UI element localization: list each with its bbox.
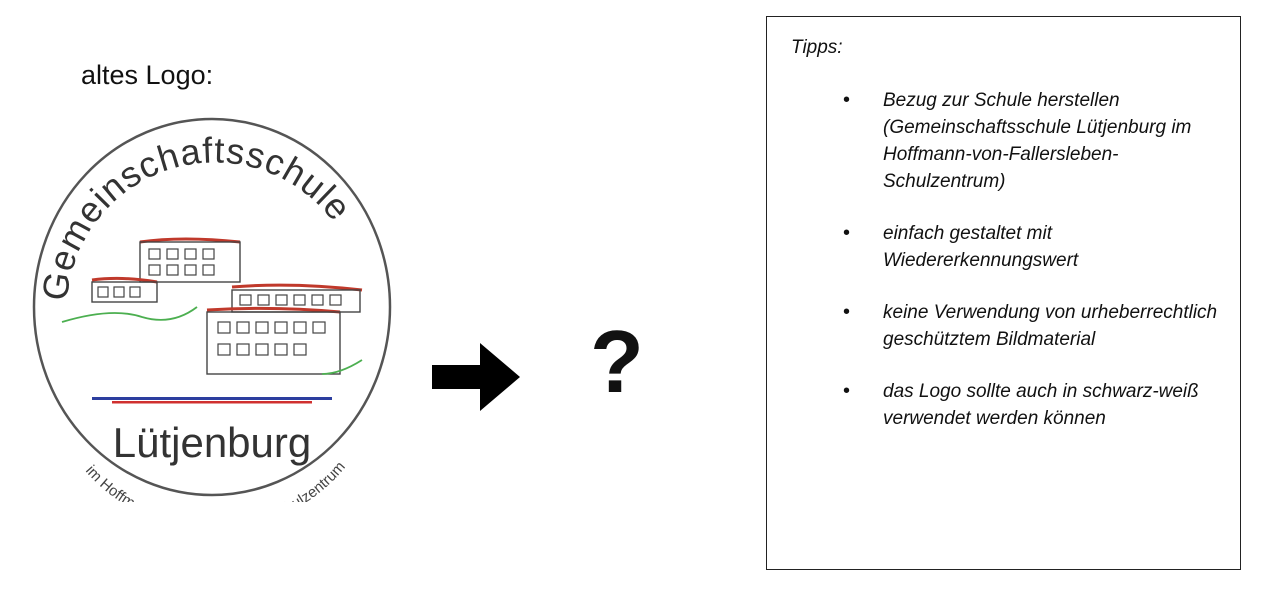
logo-hill-line [61, 306, 198, 323]
logo-circle-outline [32, 117, 392, 497]
bullet-icon: • [843, 380, 851, 402]
logo-main-text: Lütjenburg [113, 419, 312, 466]
bullet-icon: • [843, 301, 851, 323]
right-arrow-icon [432, 343, 520, 411]
logo-top-text: Gemeinschaftsschule [34, 129, 360, 303]
logo-stripe-blue [92, 397, 332, 400]
tips-title: Tipps: [791, 37, 843, 58]
list-item: •Bezug zur Schule herstellen (Gemeinscha… [843, 89, 1192, 192]
logo-buildings-drawing [91, 237, 363, 375]
bullet-icon: • [843, 89, 851, 111]
list-item: •das Logo sollte auch in schwarz-weiß ve… [843, 380, 1199, 429]
question-mark: ? [590, 312, 644, 411]
logo-hill-line-right [321, 359, 363, 375]
tips-list: •Bezug zur Schule herstellen (Gemeinscha… [843, 87, 1227, 457]
list-item: •keine Verwendung von urheberrechtlich g… [843, 301, 1218, 350]
logo-stripe-red [112, 401, 312, 404]
old-school-logo: Gemeinschaftsschule Lütjenburg im Hoffma… [32, 117, 392, 502]
old-logo-heading: altes Logo: [81, 60, 214, 90]
tips-box: Tipps: •Bezug zur Schule herstellen (Gem… [766, 16, 1241, 570]
bullet-icon: • [843, 222, 851, 244]
list-item: •einfach gestaltet mit Wiedererkennungsw… [843, 222, 1079, 271]
